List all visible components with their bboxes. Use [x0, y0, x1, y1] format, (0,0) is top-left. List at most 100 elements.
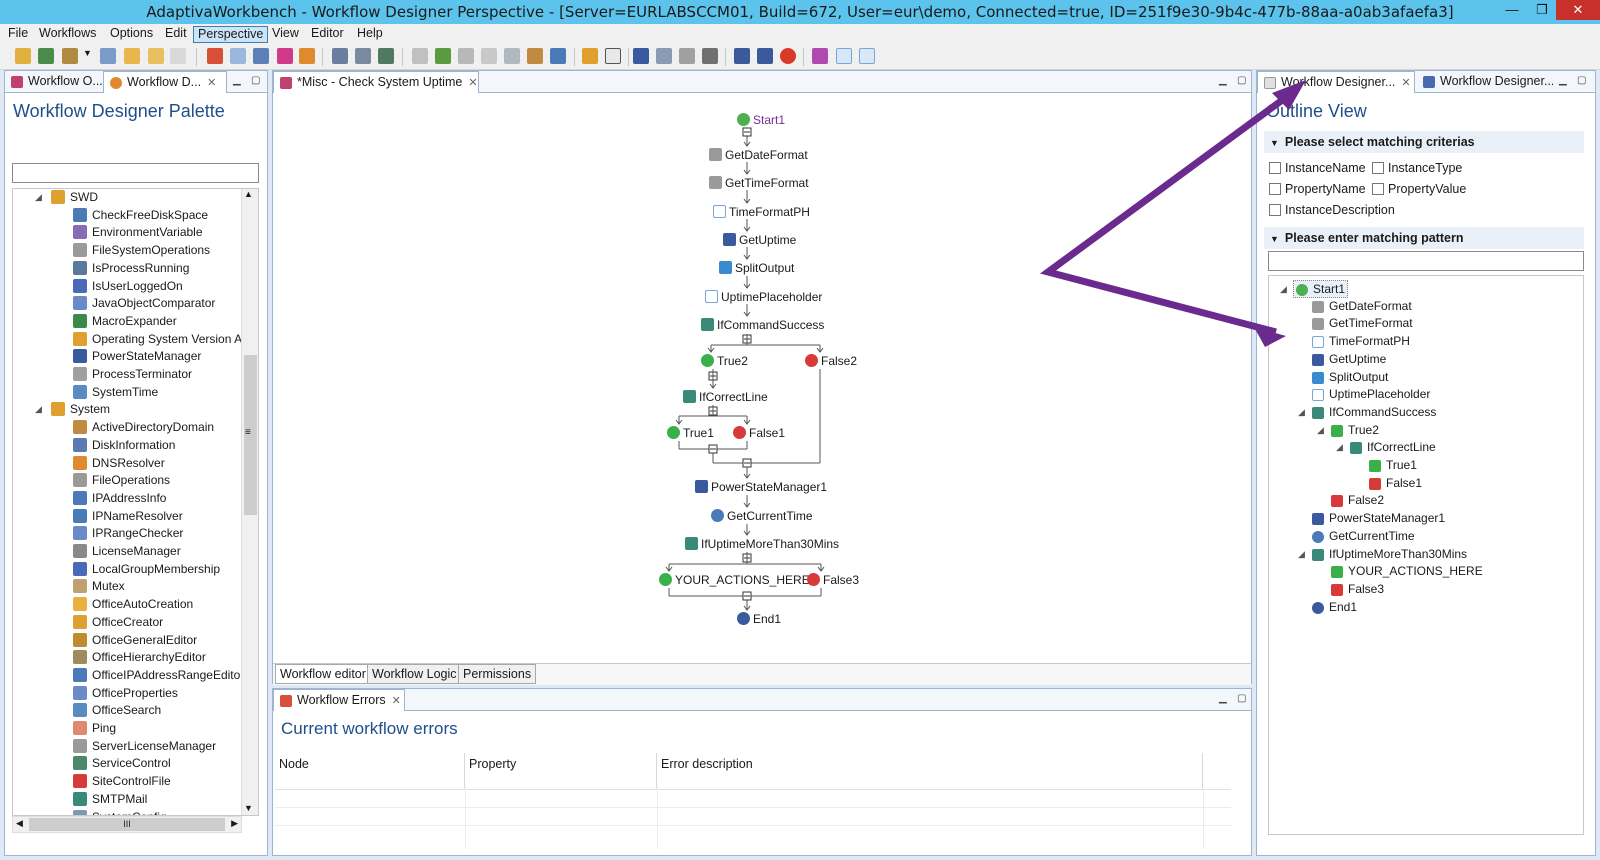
expand-icon[interactable]: ◢: [1336, 442, 1343, 453]
palette-item[interactable]: JavaObjectComparator: [73, 295, 215, 313]
scroll-right-icon[interactable]: ▶: [231, 818, 238, 828]
maximize-view-icon[interactable]: ▢: [1237, 75, 1247, 86]
expand-icon[interactable]: ◢: [1317, 424, 1324, 435]
palette-item[interactable]: ServerLicenseManager: [73, 738, 216, 756]
close-icon[interactable]: ✕: [391, 695, 401, 707]
close-icon[interactable]: ✕: [468, 77, 478, 89]
palette-item[interactable]: EnvironmentVariable: [73, 224, 203, 242]
outline-node[interactable]: UptimePlaceholder: [1312, 386, 1430, 404]
minimize-view-icon[interactable]: ▁: [233, 75, 241, 86]
forward-icon[interactable]: [170, 48, 186, 64]
expand-icon[interactable]: ◢: [35, 404, 42, 415]
scroll-up-icon[interactable]: ▲: [244, 189, 253, 199]
palette-item[interactable]: OfficeHierarchyEditor: [73, 649, 206, 667]
outline-node[interactable]: False1: [1369, 475, 1422, 493]
workflow-node-actions[interactable]: YOUR_ACTIONS_HERE: [659, 572, 810, 588]
close-icon[interactable]: ✕: [1401, 77, 1411, 89]
refresh-icon[interactable]: [780, 48, 796, 64]
palette-item[interactable]: Ping: [73, 720, 116, 738]
export-icon[interactable]: [582, 48, 598, 64]
close-icon[interactable]: ✕: [207, 77, 217, 89]
tab-workflow-designer-properties[interactable]: Workflow Designer...: [1417, 71, 1553, 93]
palette-item[interactable]: IsUserLoggedOn: [73, 278, 183, 296]
workflow-icon[interactable]: [277, 48, 293, 64]
outline-node[interactable]: GetCurrentTime: [1312, 528, 1415, 546]
menu-view[interactable]: View: [272, 26, 299, 40]
minimize-view-icon[interactable]: ▁: [1219, 75, 1227, 86]
workflow-node-false2[interactable]: False2: [805, 353, 857, 369]
deploy-icon[interactable]: [633, 48, 649, 64]
workflow-node-gettime[interactable]: GetTimeFormat: [709, 175, 809, 191]
printer-icon[interactable]: [355, 48, 371, 64]
outline-node[interactable]: True1: [1369, 457, 1417, 475]
workflow-node-getuptime[interactable]: GetUptime: [723, 232, 796, 248]
tab-workflow-designer-outline[interactable]: Workflow Designer...✕: [1257, 71, 1415, 93]
checkbox-instance-name[interactable]: InstanceName: [1269, 161, 1366, 175]
chevron-down-icon[interactable]: ▼: [83, 48, 92, 58]
computer-icon[interactable]: [332, 48, 348, 64]
palette-item[interactable]: OfficeIPAddressRangeEditor: [73, 667, 244, 685]
upload-icon[interactable]: [435, 48, 451, 64]
minimize-view-icon[interactable]: ▁: [1219, 693, 1227, 704]
criteria-section-header[interactable]: ▼Please select matching criterias: [1264, 131, 1584, 153]
menu-options[interactable]: Options: [110, 26, 154, 40]
expand-icon[interactable]: ◢: [1280, 284, 1287, 294]
palette-item[interactable]: DiskInformation: [73, 437, 175, 455]
menu-editor[interactable]: Editor: [311, 26, 344, 40]
link-icon[interactable]: [656, 48, 672, 64]
palette-item[interactable]: IPRangeChecker: [73, 525, 183, 543]
workflow-node-ifcorrect[interactable]: IfCorrectLine: [683, 389, 768, 405]
tab-workflow-designer[interactable]: Workflow D...✕: [103, 71, 227, 93]
list-icon[interactable]: [230, 48, 246, 64]
palette-item[interactable]: LicenseManager: [73, 543, 181, 561]
maximize-view-icon[interactable]: ▢: [1237, 693, 1247, 704]
pattern-input[interactable]: [1268, 251, 1584, 271]
house-alt-icon[interactable]: [757, 48, 773, 64]
outline-node[interactable]: ◢Start1: [1280, 280, 1349, 298]
palette-item[interactable]: SMTPMail: [73, 791, 147, 809]
workflow-node-true1[interactable]: True1: [667, 425, 714, 441]
workflow-node-true2[interactable]: True2: [701, 353, 748, 369]
palette-item[interactable]: OfficeAutoCreation: [73, 596, 193, 614]
monitor-icon[interactable]: [38, 48, 54, 64]
outline-node[interactable]: False3: [1331, 581, 1384, 599]
palette-item[interactable]: OfficeProperties: [73, 685, 178, 703]
document-icon[interactable]: [100, 48, 116, 64]
outline-node[interactable]: SplitOutput: [1312, 369, 1388, 387]
workflow-node-ifcmd[interactable]: IfCommandSuccess: [701, 317, 824, 333]
calendar-icon[interactable]: [207, 48, 223, 64]
house-icon[interactable]: [734, 48, 750, 64]
workflow-node-psm[interactable]: PowerStateManager1: [695, 479, 827, 495]
palette-group-swd[interactable]: ◢SWD: [35, 189, 98, 207]
expand-icon[interactable]: ◢: [1298, 548, 1305, 559]
pattern-section-header[interactable]: ▼Please enter matching pattern: [1264, 227, 1584, 249]
users-icon[interactable]: [859, 48, 875, 64]
back-icon[interactable]: [148, 48, 164, 64]
add-icon[interactable]: [605, 48, 621, 64]
minimize-view-icon[interactable]: ▁: [1559, 75, 1567, 86]
edit-icon[interactable]: [679, 48, 695, 64]
palette-item[interactable]: Mutex: [73, 578, 125, 596]
palette-item[interactable]: LocalGroupMembership: [73, 561, 220, 579]
outline-node[interactable]: YOUR_ACTIONS_HERE: [1331, 563, 1483, 581]
menu-workflows[interactable]: Workflows: [39, 26, 97, 40]
tab-workflow-logic[interactable]: Workflow Logic: [367, 664, 462, 684]
menu-edit[interactable]: Edit: [165, 26, 187, 40]
workflow-node-split[interactable]: SplitOutput: [719, 260, 794, 276]
checkbox-property-value[interactable]: PropertyValue: [1372, 182, 1466, 196]
tab-check-system-uptime[interactable]: *Misc - Check System Uptime✕: [273, 71, 479, 93]
palette-item[interactable]: SiteControlFile: [73, 773, 171, 791]
palette-item[interactable]: CheckFreeDiskSpace: [73, 207, 208, 225]
text-icon[interactable]: [550, 48, 566, 64]
outline-node[interactable]: GetDateFormat: [1312, 298, 1412, 316]
select-icon[interactable]: [836, 48, 852, 64]
checkbox-property-name[interactable]: PropertyName: [1269, 182, 1366, 196]
maximize-view-icon[interactable]: ▢: [1577, 75, 1587, 86]
column-node[interactable]: Node: [275, 753, 465, 789]
outline-node[interactable]: PowerStateManager1: [1312, 510, 1445, 528]
expand-icon[interactable]: ◢: [1298, 406, 1305, 417]
palette-item[interactable]: FileSystemOperations: [73, 242, 210, 260]
palette-item[interactable]: SystemConfig: [73, 809, 167, 815]
palette-item[interactable]: PowerStateManager: [73, 348, 201, 366]
